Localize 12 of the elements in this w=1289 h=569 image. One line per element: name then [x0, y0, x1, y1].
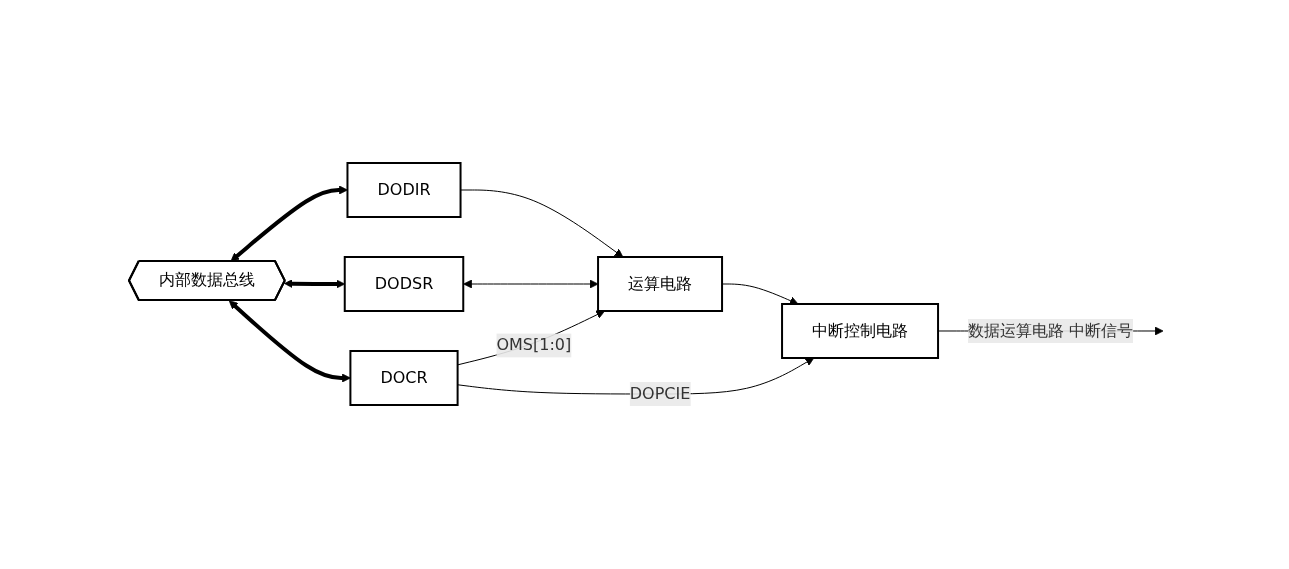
edge-label: OMS[1:0]: [496, 335, 572, 355]
arrow: [284, 279, 346, 289]
node-box: DOCR: [349, 350, 460, 406]
arrow: [460, 189, 624, 258]
node-box: 运算电路: [597, 256, 724, 312]
node-box: DODSR: [344, 256, 465, 312]
edge-label: DOPCIE: [630, 384, 691, 403]
arrow: [722, 283, 799, 305]
arrow: [463, 279, 599, 289]
node-box: 中断控制电路: [781, 303, 940, 359]
node-box: DODIR: [346, 162, 462, 218]
edge-label: 数据运算电路 中断信号: [968, 321, 1134, 340]
